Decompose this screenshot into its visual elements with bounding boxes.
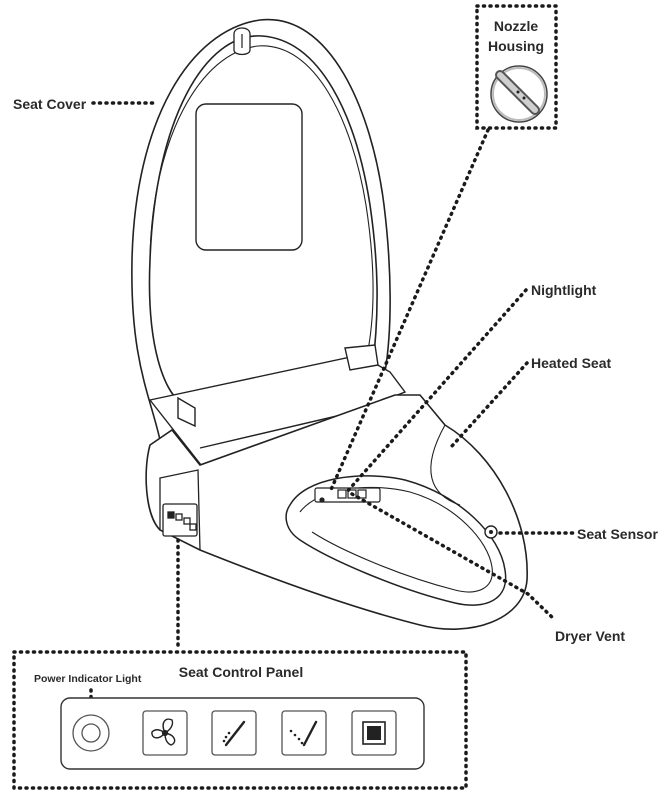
seat-control-panel-label: Seat Control Panel	[179, 664, 303, 680]
seat-sensor	[484, 525, 498, 539]
nozzle-housing-callout: Nozzle Housing	[475, 4, 558, 130]
side-control-panel	[162, 503, 198, 537]
power-indicator-light-label: Power Indicator Light	[34, 673, 142, 685]
rear-wash-icon	[289, 720, 318, 747]
front-wash-button[interactable]	[211, 710, 257, 756]
dryer-vent-leader	[350, 492, 557, 622]
seat-cover-window	[195, 103, 303, 251]
fan-icon	[151, 718, 176, 746]
nightlight-label: Nightlight	[531, 282, 597, 298]
hinge-panel	[148, 344, 407, 471]
seat-control-panel-callout: Seat Control Panel Power Indicator Light	[12, 650, 468, 790]
heated-seat-label: Heated Seat	[531, 355, 611, 371]
dryer-vent-label: Dryer Vent	[555, 628, 625, 644]
seat-opening	[285, 475, 507, 606]
seat-sensor-label: Seat Sensor	[577, 526, 658, 542]
rear-wash-button[interactable]	[281, 710, 327, 756]
seat-cover-label: Seat Cover	[13, 96, 87, 112]
nozzle-housing-label-line2: Housing	[488, 38, 544, 54]
heated-seat-leader	[450, 361, 529, 448]
leader-lines	[89, 101, 575, 730]
nightlight-leader	[343, 288, 528, 496]
nozzle-housing-leader	[328, 128, 490, 494]
nozzle-housing-label-line1: Nozzle	[494, 18, 539, 34]
front-wash-icon	[222, 720, 246, 747]
power-indicator-icon	[72, 714, 110, 752]
nozzle-icon	[490, 65, 548, 123]
stop-button[interactable]	[351, 710, 397, 756]
fan-button[interactable]	[142, 710, 188, 756]
stop-icon	[362, 721, 386, 745]
